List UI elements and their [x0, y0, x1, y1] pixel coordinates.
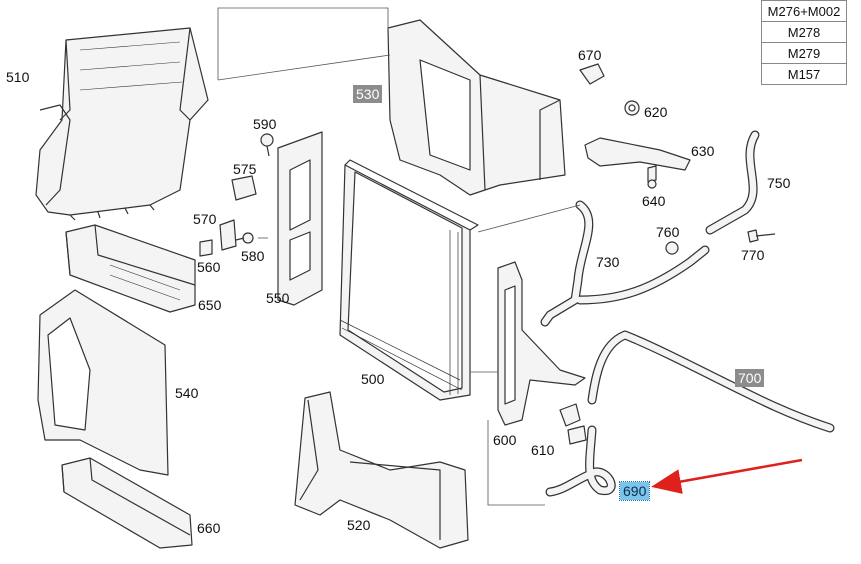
- part-530-air-duct[interactable]: [387, 19, 566, 196]
- part-560-clip[interactable]: [199, 239, 213, 257]
- highlight-arrow: [651, 458, 803, 494]
- part-610-clamps[interactable]: [559, 403, 587, 445]
- label-540[interactable]: 540: [175, 385, 199, 401]
- variant-cell[interactable]: M276+M002: [761, 0, 847, 22]
- part-650-carrier[interactable]: [65, 224, 196, 313]
- label-620[interactable]: 620: [644, 104, 668, 120]
- part-770-screw[interactable]: [747, 229, 776, 243]
- label-730[interactable]: 730: [596, 254, 620, 270]
- part-640-bolt[interactable]: [647, 165, 657, 189]
- part-760-clamp[interactable]: [665, 241, 679, 255]
- label-580[interactable]: 580: [241, 248, 265, 264]
- leader-lines: [217, 7, 581, 506]
- label-640[interactable]: 640: [642, 193, 666, 209]
- part-510-shroud[interactable]: [35, 27, 209, 221]
- part-575-relay[interactable]: [231, 175, 257, 201]
- part-750-hose[interactable]: [705, 130, 760, 235]
- part-600-bracket[interactable]: [497, 261, 586, 426]
- label-750[interactable]: 750: [767, 175, 791, 191]
- label-660[interactable]: 660: [197, 520, 221, 536]
- label-600[interactable]: 600: [493, 432, 517, 448]
- label-530[interactable]: 530: [353, 85, 383, 103]
- part-700-hose[interactable]: [587, 330, 835, 433]
- label-560[interactable]: 560: [197, 259, 221, 275]
- label-520[interactable]: 520: [347, 517, 371, 533]
- label-690[interactable]: 690: [618, 481, 651, 501]
- label-500[interactable]: 500: [361, 371, 385, 387]
- part-670-clip[interactable]: [579, 63, 605, 85]
- label-550[interactable]: 550: [266, 290, 290, 306]
- label-650[interactable]: 650: [198, 297, 222, 313]
- part-540-seal[interactable]: [37, 289, 169, 476]
- part-500-radiator[interactable]: [339, 159, 479, 401]
- part-630-bracket[interactable]: [584, 137, 691, 171]
- part-620-nut[interactable]: [624, 100, 640, 116]
- label-760[interactable]: 760: [656, 224, 680, 240]
- part-520-lower-duct[interactable]: [294, 391, 469, 549]
- part-580-screw[interactable]: [235, 232, 254, 244]
- part-570-holder[interactable]: [219, 219, 237, 251]
- part-690-hose[interactable]: [545, 425, 616, 497]
- label-510[interactable]: 510: [6, 69, 30, 85]
- part-660-tray[interactable]: [61, 457, 193, 549]
- label-610[interactable]: 610: [531, 442, 555, 458]
- part-590-screw[interactable]: [260, 133, 274, 157]
- part-730-hose[interactable]: [540, 200, 710, 327]
- part-550-bracket[interactable]: [277, 131, 323, 306]
- variant-cell[interactable]: M278: [761, 21, 847, 43]
- label-670[interactable]: 670: [578, 47, 602, 63]
- label-575[interactable]: 575: [233, 161, 257, 177]
- label-770[interactable]: 770: [741, 247, 765, 263]
- variant-cell[interactable]: M157: [761, 63, 847, 85]
- variant-table: M276+M002 M278 M279 M157: [761, 0, 847, 85]
- variant-cell[interactable]: M279: [761, 42, 847, 64]
- label-570[interactable]: 570: [193, 211, 217, 227]
- label-630[interactable]: 630: [691, 143, 715, 159]
- label-700[interactable]: 700: [735, 369, 765, 387]
- label-590[interactable]: 590: [253, 116, 277, 132]
